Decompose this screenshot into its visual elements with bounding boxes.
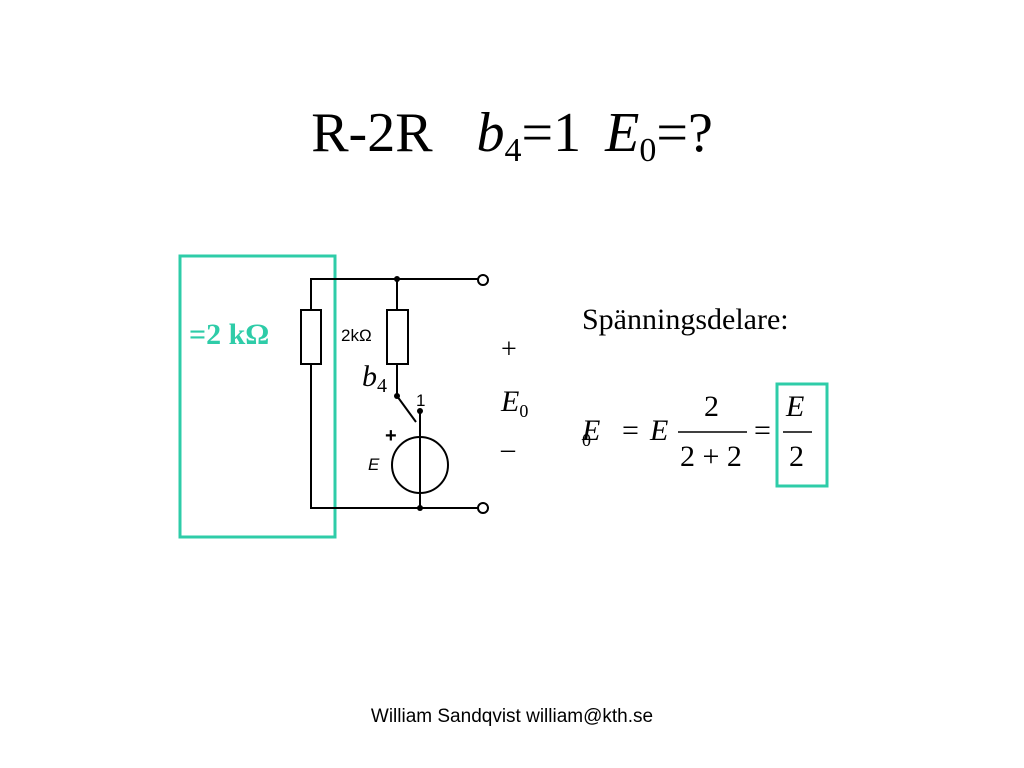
formula-e: E [650, 414, 669, 447]
output-minus-sign: – [501, 434, 515, 465]
voltage-divider-heading: Spänningsdelare: [582, 303, 789, 336]
formula-lhs-subscript: 0 [582, 430, 591, 450]
formula-equals-2: = [754, 414, 771, 447]
switch-position-label: 1 [416, 391, 426, 410]
junction-top [394, 276, 400, 282]
formula-fraction-numerator: 2 [704, 390, 719, 423]
title-r2r: R-2R [311, 102, 433, 164]
equivalent-resistor [300, 309, 322, 365]
resistor-2k [386, 309, 409, 365]
top-wire [310, 278, 478, 310]
equivalent-highlight-box [178, 254, 337, 539]
source-label: E [368, 455, 380, 474]
output-voltage-subscript: 0 [519, 401, 529, 421]
resistor-value-label: 2kΩ [341, 326, 372, 345]
switch-label-b: b [362, 360, 377, 393]
formula-equals-1: = [622, 414, 639, 447]
output-plus-sign: + [501, 334, 517, 365]
formula-result-denominator: 2 [789, 440, 804, 473]
title-e-subscript: 0 [639, 132, 657, 169]
formula-result-numerator: E [786, 390, 805, 423]
title-e-symbol: E [605, 102, 640, 164]
formula-fraction-denominator: 2 + 2 [680, 440, 742, 473]
slide-title: R-2R b4=1 E0=? [0, 98, 1024, 168]
footer-credit: William Sandqvist william@kth.se [370, 706, 654, 727]
title-e-value: =? [656, 102, 713, 164]
output-terminal-top[interactable] [477, 274, 489, 286]
title-b-symbol: b [476, 102, 505, 164]
title-b-value: =1 [521, 102, 582, 164]
equivalent-resistance-label: =2 kΩ [189, 318, 270, 351]
switch-contact-dot [417, 408, 423, 414]
title-b-subscript: 4 [504, 132, 522, 169]
switch-pivot-dot [394, 393, 400, 399]
junction-bottom [417, 505, 423, 511]
result-highlight-box [775, 382, 829, 488]
formula-lhs-e: E [582, 414, 601, 447]
switch-label: b4 [362, 360, 387, 397]
source-plus-label: + [385, 425, 397, 447]
switch-label-subscript: 4 [377, 375, 387, 397]
output-terminal-bottom[interactable] [477, 502, 489, 514]
output-voltage-label: E0 [501, 385, 529, 421]
output-voltage-e: E [501, 385, 520, 418]
switch-blade [396, 395, 417, 423]
